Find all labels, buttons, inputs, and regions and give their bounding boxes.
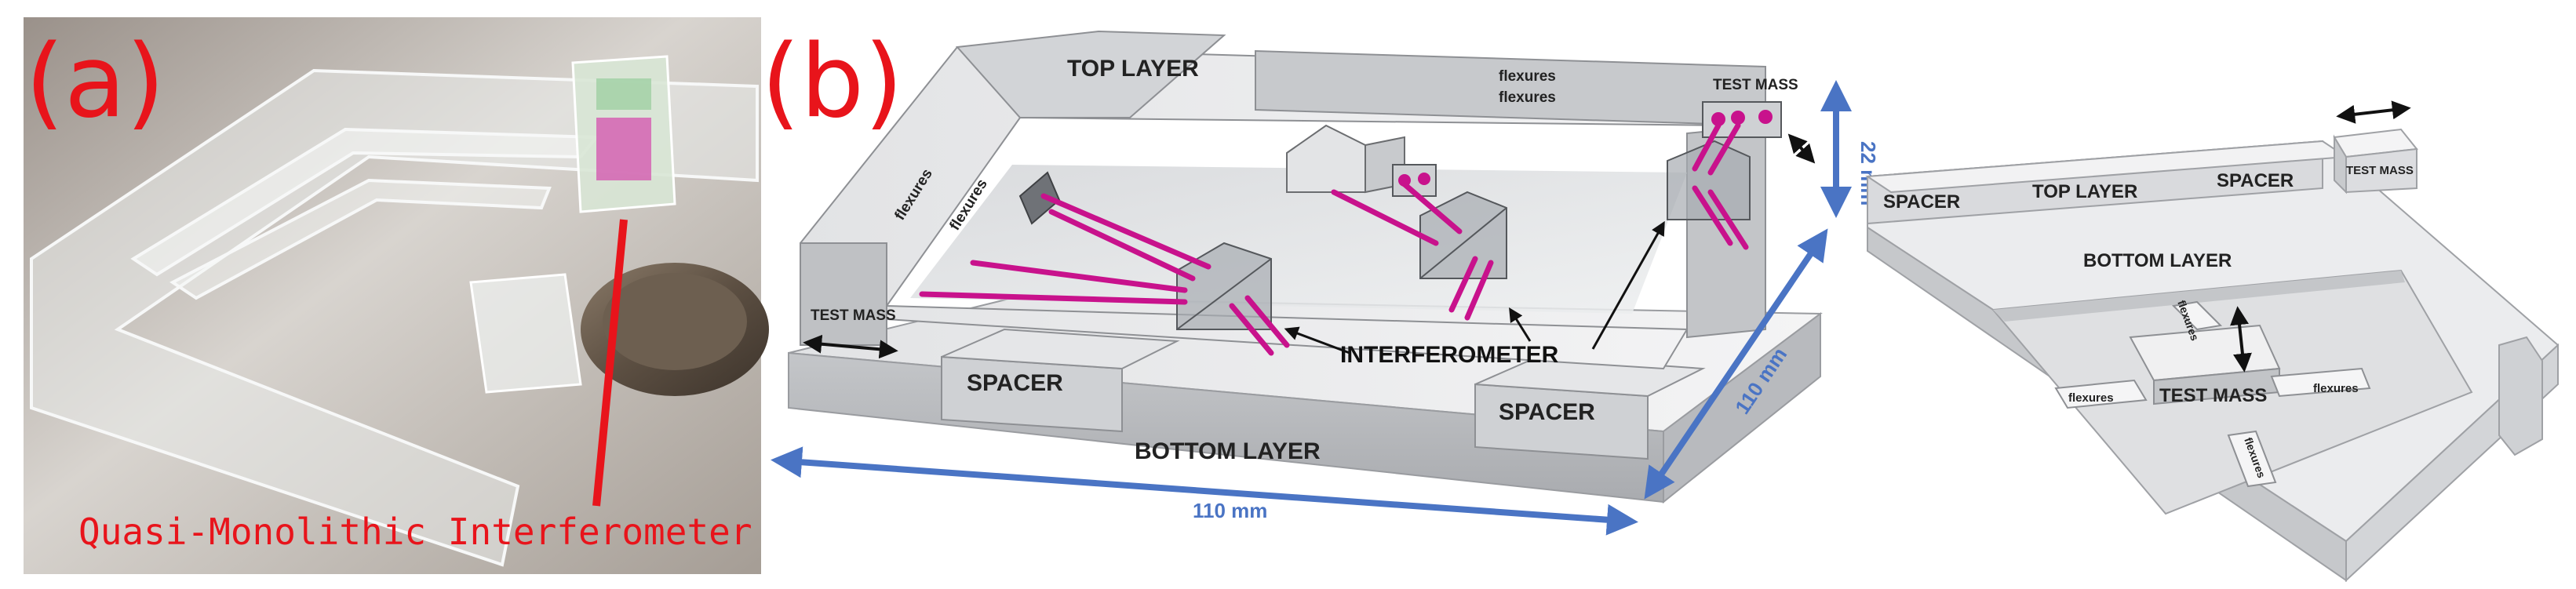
house-prism-b — [1286, 124, 1405, 194]
laser-beams-b — [919, 122, 1749, 356]
glass-frame-photo — [30, 68, 759, 567]
label-bottom-layer-b: BOTTOM LAYER — [1135, 438, 1321, 464]
label-spacer-b-right: SPACER — [1499, 399, 1595, 425]
spacer-left-b — [941, 328, 1180, 433]
test-mass-arrow-c-inner — [2230, 306, 2252, 373]
test-mass-arrow-right — [1787, 133, 1816, 164]
label-test-mass-c-center: TEST MASS — [2159, 385, 2267, 406]
label-top-layer-c: TOP LAYER — [2032, 181, 2137, 202]
panel-a-letter: (a) — [25, 24, 165, 140]
glass-block-photo — [469, 273, 582, 394]
label-flexures-c-left: flexures — [2068, 391, 2114, 405]
label-interferometer-b: INTERFEROMETER — [1340, 342, 1559, 368]
test-mass-arrow-left — [803, 334, 898, 359]
interferometer-cube-photo — [571, 55, 676, 213]
test-mass-tower-c — [2333, 128, 2418, 195]
label-flexures-b-1: flexures — [1499, 68, 1556, 85]
panel-b-letter: (b) — [761, 24, 903, 140]
panel-c-cutaway: SPACER TOP LAYER SPACER TEST MASS BOTTOM… — [1865, 100, 2560, 583]
label-flexures-b-2: flexures — [1499, 89, 1556, 106]
panel-b-schematic: (b) TOP LAYER flexures flexures flexures… — [761, 24, 1880, 536]
label-test-mass-b-right: TEST MASS — [1713, 77, 1798, 93]
test-mass-cross-c — [2054, 300, 2371, 488]
label-flexures-c-right: flexures — [2313, 382, 2359, 395]
label-spacer-b-left: SPACER — [967, 370, 1063, 396]
label-dim-width: 110 mm — [1193, 499, 1267, 522]
label-bottom-layer-c: BOTTOM LAYER — [2083, 250, 2232, 271]
dimension-arrow-depth — [1644, 228, 1828, 500]
dimension-arrow-width — [771, 446, 1638, 536]
label-test-mass-b-left: TEST MASS — [811, 307, 896, 324]
label-spacer-c-right: SPACER — [2217, 170, 2294, 191]
caption-pointer — [592, 219, 628, 507]
test-mass-arrow-c-top — [2336, 100, 2411, 124]
label-test-mass-c-top: TEST MASS — [2346, 164, 2414, 177]
label-spacer-c-left: SPACER — [1883, 191, 1960, 213]
panel-a-photo: (a) Quasi-Monolithic Interferometer — [24, 17, 769, 574]
side-post-c — [2498, 336, 2543, 456]
label-top-layer-b: TOP LAYER — [1067, 56, 1199, 82]
test-mass-mount-b — [1702, 101, 1782, 138]
panel-a-caption: Quasi-Monolithic Interferometer — [78, 511, 752, 553]
